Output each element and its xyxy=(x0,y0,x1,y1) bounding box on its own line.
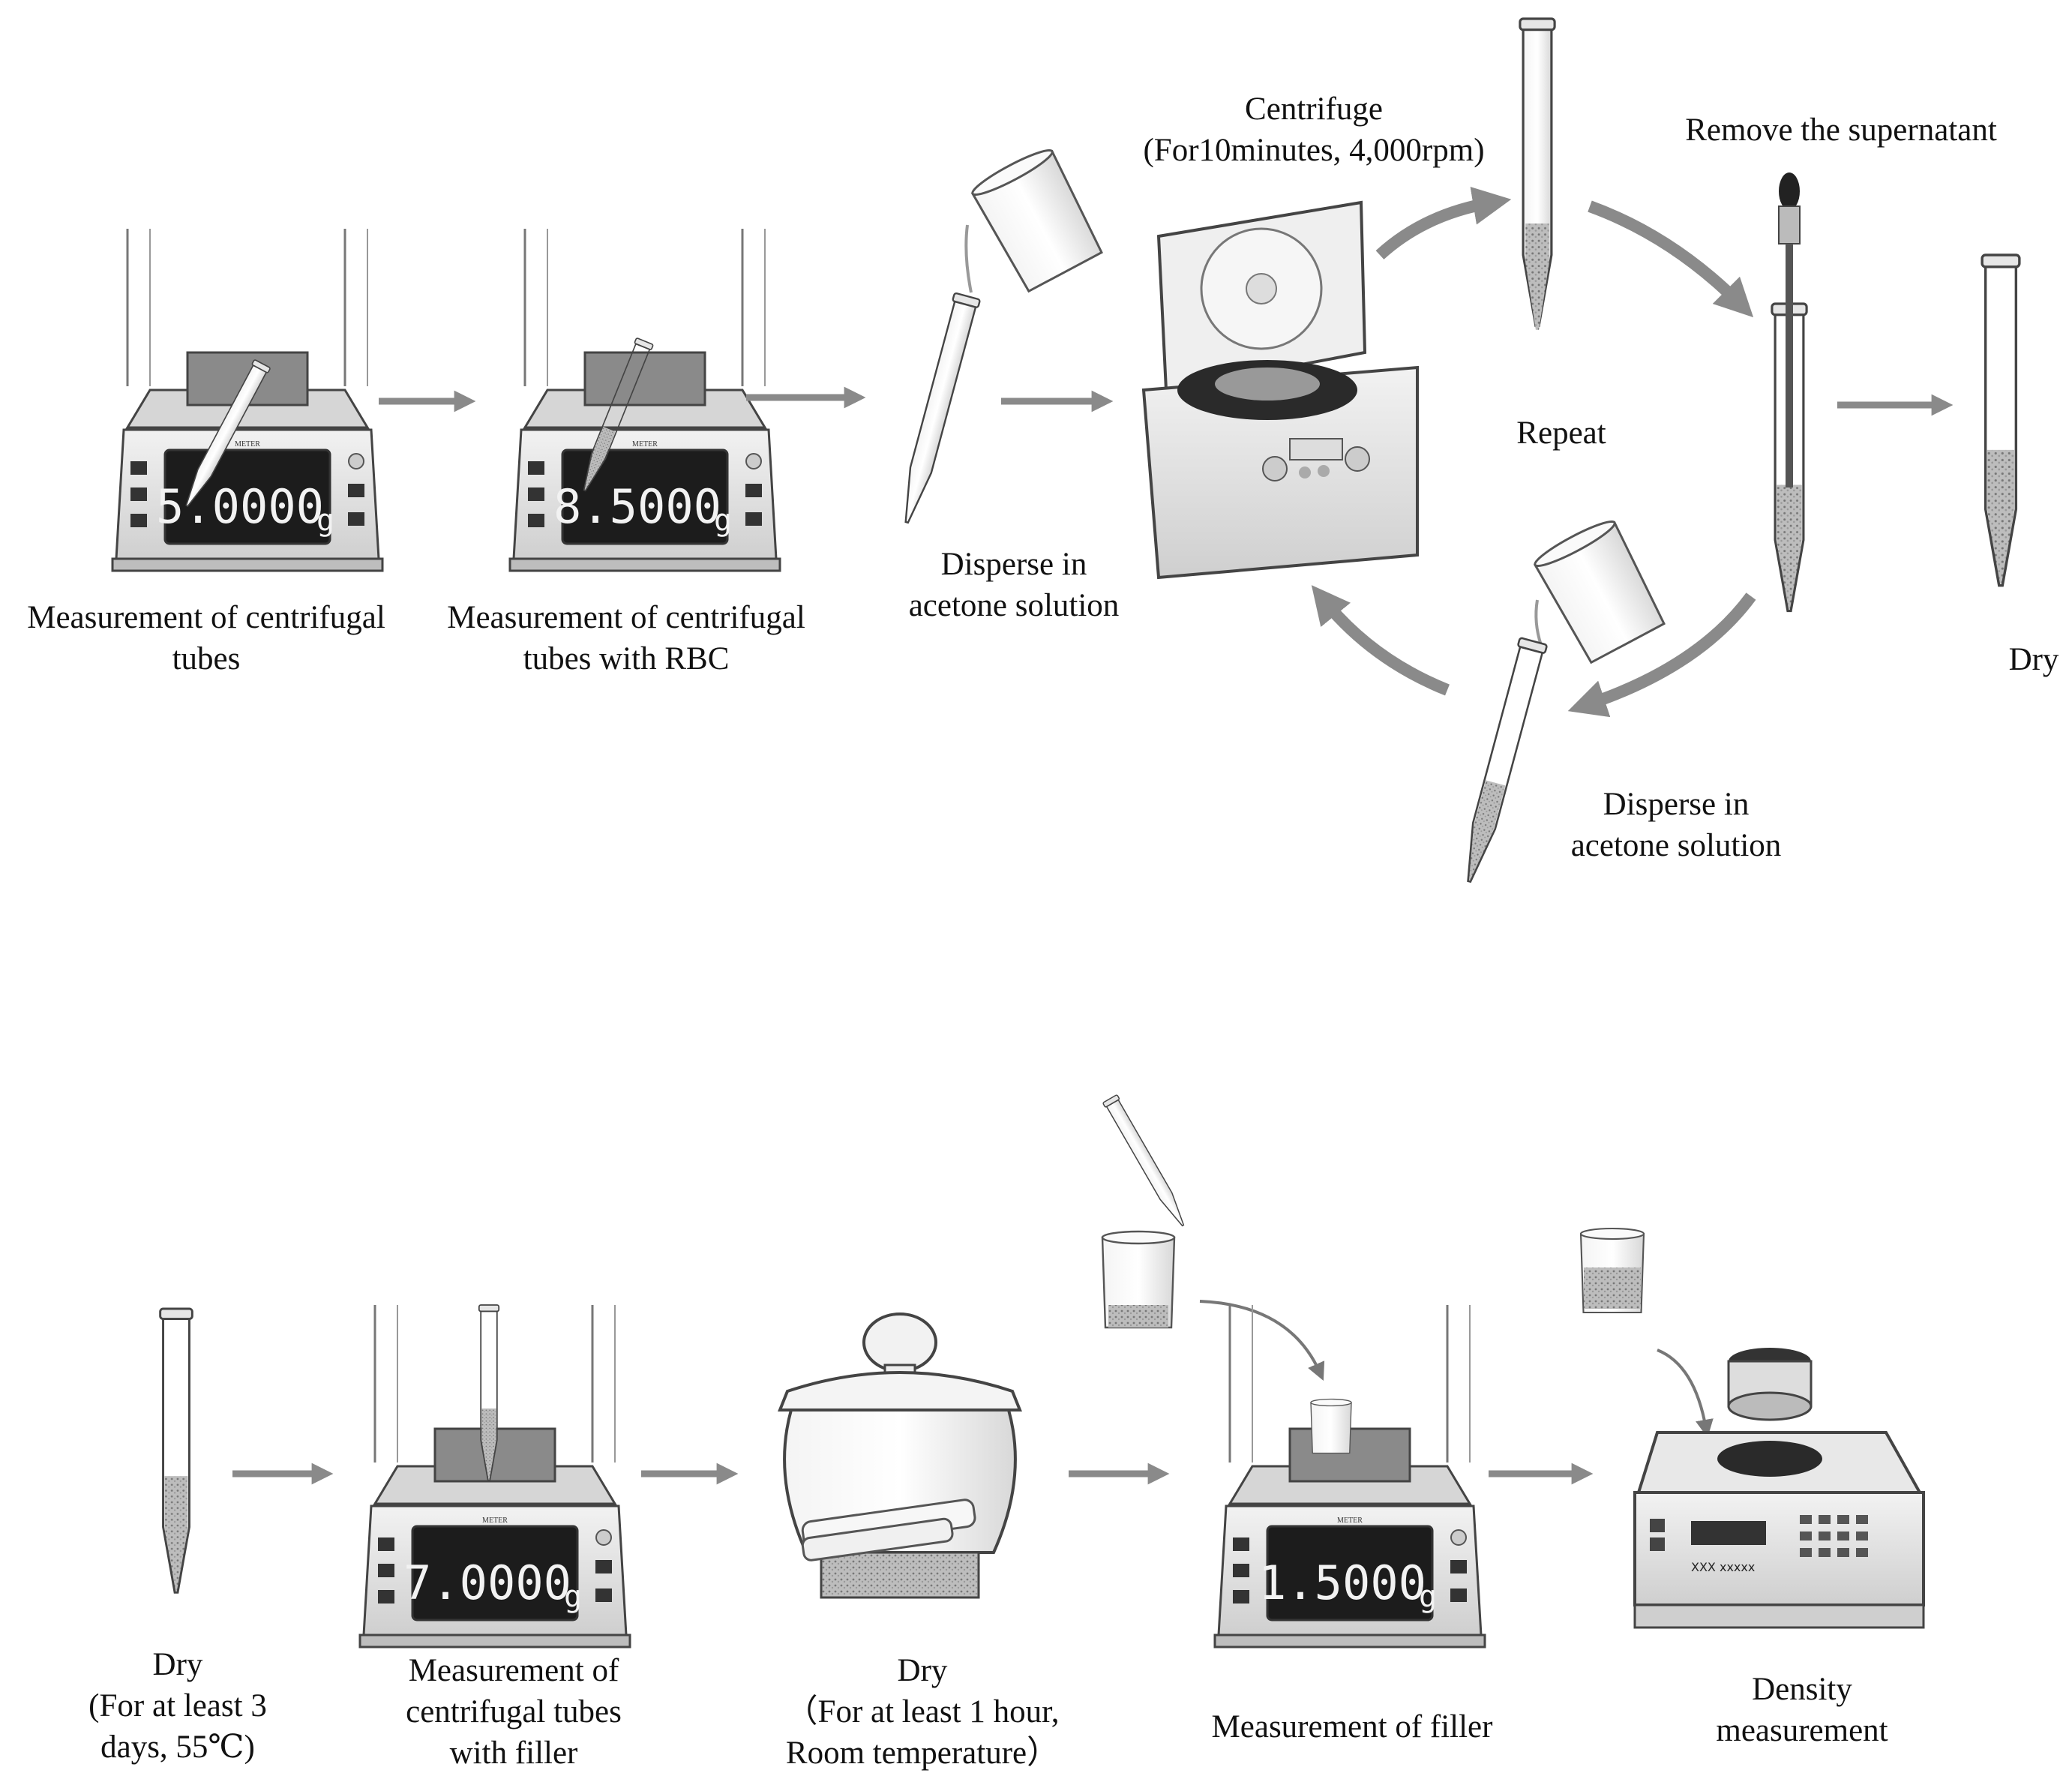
balance-1-brand: METER xyxy=(235,440,260,448)
desiccator-jar xyxy=(778,1312,1022,1599)
label-r2-step2-line1: Measurement of xyxy=(408,1653,619,1688)
pour-acetone-1 xyxy=(893,143,1106,527)
label-r2-step5-line1: Density xyxy=(1752,1672,1852,1707)
label-r2-step4-line1: Measurement of filler xyxy=(1211,1709,1493,1744)
balance-2: METER 8.5000 g xyxy=(508,227,781,572)
label-r1-step4: Centrifuge (For10minutes, 4,000rpm) xyxy=(1143,88,1484,171)
label-r1-step6-line1: Disperse in xyxy=(1603,787,1750,822)
label-r2-step5-line2: measurement xyxy=(1716,1713,1888,1748)
dry-tube-1 xyxy=(1981,254,2021,587)
balance-2-unit: g xyxy=(714,503,732,538)
label-r1-step3-line1: Disperse in xyxy=(940,547,1087,582)
balance-3-unit: g xyxy=(564,1580,582,1614)
balance-4-readout: 1.5000 xyxy=(1258,1556,1426,1610)
arrow-cycle-2 xyxy=(1588,200,1754,318)
label-r2-step3-line1: Dry xyxy=(897,1653,948,1688)
label-r2-step2-line3: with filler xyxy=(449,1736,578,1771)
label-r2-step1-line1: Dry xyxy=(152,1647,203,1682)
pour-filler xyxy=(1101,1094,1191,1329)
label-repeat: Repeat xyxy=(1516,412,1606,454)
label-r2-step3-line3: Room temperature） xyxy=(785,1736,1060,1771)
label-r1-step2-line1: Measurement of centrifugal xyxy=(447,600,805,635)
label-r1-step2: Measurement of centrifugal tubes with RB… xyxy=(447,597,805,680)
label-r1-step3-line2: acetone solution xyxy=(908,588,1120,623)
label-r2-step1: Dry (For at least 3 days, 55℃) xyxy=(88,1644,267,1768)
density-meter-label: XXX xxxxx xyxy=(1691,1560,1755,1574)
arrow-cycle-1 xyxy=(1375,186,1512,260)
balance-3: METER 7.0000 g xyxy=(358,1304,631,1648)
arrow-cycle-3 xyxy=(1567,592,1756,718)
label-r1-step4-line2: (For10minutes, 4,000rpm) xyxy=(1143,133,1485,168)
label-r1-step1-line1: Measurement of centrifugal xyxy=(27,600,385,635)
balance-4-unit: g xyxy=(1419,1580,1437,1614)
arrow-cycle-4 xyxy=(1311,585,1450,696)
balance-4: METER 1.5000 g xyxy=(1213,1304,1486,1648)
label-r2-step4: Measurement of filler xyxy=(1212,1706,1493,1748)
label-r1-step1: Measurement of centrifugal tubes xyxy=(27,597,385,680)
arrow-beaker-to-meter xyxy=(1657,1348,1714,1438)
label-r2-step3: Dry （For at least 1 hour, Room temperatu… xyxy=(786,1650,1060,1774)
balance-1-readout: 5.0000 xyxy=(156,479,324,534)
label-r2-step1-line2: (For at least 3 xyxy=(88,1688,267,1724)
label-r2-step2-line2: centrifugal tubes xyxy=(406,1694,622,1730)
balance-1: METER 5.0000 g xyxy=(111,227,384,572)
balance-4-brand: METER xyxy=(1337,1516,1363,1525)
balance-2-brand: METER xyxy=(632,440,658,448)
label-r2-step1-line3: days, 55℃) xyxy=(100,1730,255,1765)
label-r1-step6-line2: acetone solution xyxy=(1570,828,1782,863)
dry-tube-2 xyxy=(159,1307,193,1594)
label-r1-step1-line2: tubes xyxy=(172,641,241,676)
centrifuge xyxy=(1141,200,1419,580)
centrifuged-tube xyxy=(1519,17,1556,330)
label-r1-step2-line2: tubes with RBC xyxy=(523,641,730,676)
pour-acetone-2 xyxy=(1454,514,1669,886)
balance-3-brand: METER xyxy=(482,1516,508,1525)
label-r1-step6: Disperse in acetone solution xyxy=(1571,784,1782,866)
arrow-filler-to-balance xyxy=(1199,1300,1325,1381)
label-r2-step3-line2: （For at least 1 hour, xyxy=(785,1694,1060,1730)
balance-1-unit: g xyxy=(316,503,334,538)
density-meter: XXX xxxxx xyxy=(1579,1227,1925,1629)
label-r1-step4-line1: Centrifuge xyxy=(1245,92,1383,127)
label-repeat-line1: Repeat xyxy=(1516,416,1606,451)
balance-2-readout: 8.5000 xyxy=(553,479,721,534)
label-r1-step7-line1: Dry xyxy=(2008,642,2059,677)
balance-3-readout: 7.0000 xyxy=(403,1556,571,1610)
label-r1-step5: Remove the supernatant xyxy=(1685,110,1997,151)
remove-supernatant xyxy=(1771,172,1808,613)
label-r2-step5: Density measurement xyxy=(1716,1669,1888,1751)
label-r1-step7: Dry xyxy=(2009,639,2059,680)
label-r2-step2: Measurement of centrifugal tubes with fi… xyxy=(406,1650,622,1774)
label-r1-step3: Disperse in acetone solution xyxy=(909,544,1120,626)
label-r1-step5-line1: Remove the supernatant xyxy=(1685,112,1997,148)
